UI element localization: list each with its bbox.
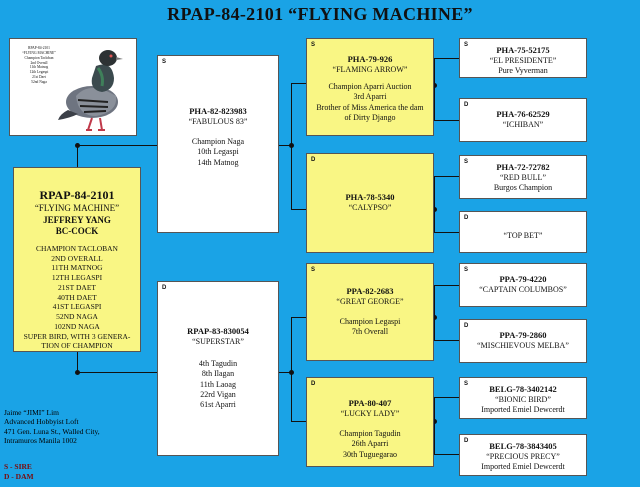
great-grandparent-card: D BELG-78-3843405 “PRECIOUS PRECY” Impor… [459, 434, 587, 476]
great-grandparent-card: D PPA-79-2860 “MISCHIEVOUS MELBA” [459, 319, 587, 363]
dam-name: “SUPERSTAR” [192, 336, 244, 346]
subject-owner: JEFFREY YANG [43, 214, 111, 225]
sire-tag: S [162, 59, 167, 65]
grandparent-card: D PPA-80-407 “LUCKY LADY” Champion Tagud… [306, 377, 434, 467]
great-grandparent-card: S BELG-78-3402142 “BIONIC BIRD” Imported… [459, 377, 587, 419]
subject-id: RPAP-84-2101 [39, 188, 115, 202]
sire-achievements: Champion Naga 10th Legaspi 14th Matnog [191, 137, 245, 167]
subject-card: RPAP-84-2101 “FLYING MACHINE” JEFFREY YA… [13, 167, 141, 352]
grandparent-card: D PHA-78-5340 “CALYPSO” [306, 153, 434, 253]
photo-caption: RPAP-84-2101 “FLYING MACHINE” Champion T… [22, 46, 56, 84]
pigeon-photo: RPAP-84-2101 “FLYING MACHINE” Champion T… [9, 38, 137, 136]
great-grandparent-card: S PHA-75-52175 “EL PRESIDENTE” Pure Vyve… [459, 38, 587, 78]
great-grandparent-card: D “TOP BET” [459, 211, 587, 253]
page-title: RPAP-84-2101 “FLYING MACHINE” [167, 4, 473, 24]
great-grandparent-card: S PHA-72-72782 “RED BULL” Burgos Champio… [459, 155, 587, 199]
pigeon-icon [58, 50, 123, 131]
dam-tag: D [162, 285, 167, 291]
subject-sex: BC-COCK [55, 226, 99, 237]
legend: S - SIRE D - DAM [4, 462, 34, 481]
breeder-info: Jaime “JIMI” Lim Advanced Hobbyist Loft … [4, 408, 100, 446]
subject-name: “FLYING MACHINE” [34, 203, 120, 214]
great-grandparent-card: S PPA-79-4220 “CAPTAIN COLUMBOS” [459, 263, 587, 307]
dam-card: D RPAP-83-830054 “SUPERSTAR” 4th Tagudin… [157, 281, 279, 456]
great-grandparent-card: D PHA-76-62529 “ICHIBAN” [459, 98, 587, 142]
dam-id: RPAP-83-830054 [187, 326, 249, 336]
sire-id: PHA-82-823983 [189, 106, 247, 116]
grandparent-card: S PHA-79-926 “FLAMING ARROW” Champion Ap… [306, 38, 434, 136]
dam-achievements: 4th Tagudin 8th Ilagan 11th Laoag 22rd V… [198, 359, 238, 410]
sire-card: S PHA-82-823983 “FABULOUS 83” Champion N… [157, 55, 279, 233]
sire-name: “FABULOUS 83” [188, 116, 248, 126]
grandparent-card: S PPA-82-2683 “GREAT GEORGE” Champion Le… [306, 263, 434, 361]
subject-achievements: CHAMPION TACLOBAN 2ND OVERALL 11TH MATNO… [23, 243, 131, 351]
